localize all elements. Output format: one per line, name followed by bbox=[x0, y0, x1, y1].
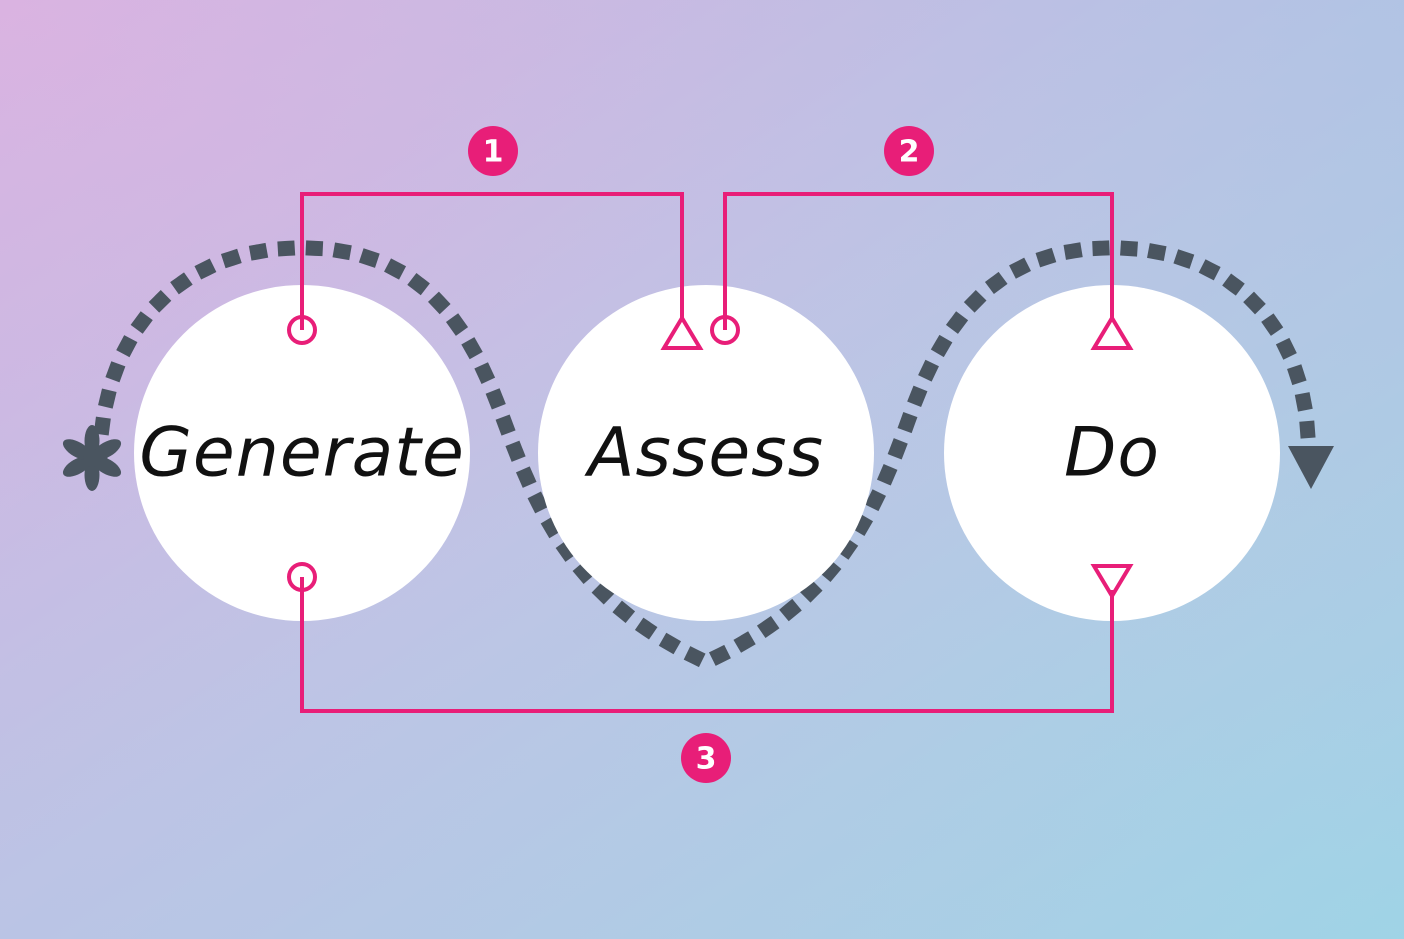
connector-1-source-circle-icon bbox=[287, 315, 317, 345]
badge-3-label: 3 bbox=[696, 742, 717, 777]
node-assess-label: Assess bbox=[584, 414, 824, 493]
connector-1[interactable] bbox=[287, 192, 704, 350]
connector-3[interactable] bbox=[287, 562, 1134, 713]
node-do-label: Do bbox=[1064, 414, 1160, 493]
badge-1[interactable]: 1 bbox=[468, 126, 518, 176]
node-do-circle[interactable] bbox=[944, 285, 1280, 621]
connector-2[interactable] bbox=[710, 192, 1134, 350]
connector-2-source-circle-icon bbox=[710, 315, 740, 345]
node-assess-circle[interactable] bbox=[538, 285, 874, 621]
flow-arrowhead-icon bbox=[1288, 446, 1334, 489]
connector-3-line[interactable] bbox=[300, 577, 1114, 713]
badge-3-circle[interactable] bbox=[681, 733, 731, 783]
node-do[interactable]: Do bbox=[944, 285, 1280, 621]
connector-1-line[interactable] bbox=[300, 192, 684, 330]
node-generate[interactable]: Generate bbox=[134, 285, 470, 621]
badge-1-label: 1 bbox=[483, 135, 504, 170]
connector-3-source-circle-icon bbox=[287, 562, 317, 592]
node-generate-circle[interactable] bbox=[134, 285, 470, 621]
node-assess[interactable]: Assess bbox=[538, 285, 874, 621]
connector-3-target-triangle-down-icon bbox=[1090, 564, 1134, 600]
badge-2-label: 2 bbox=[899, 135, 920, 170]
badge-1-circle[interactable] bbox=[468, 126, 518, 176]
connector-1-target-triangle-up-icon bbox=[660, 314, 704, 350]
connector-2-line[interactable] bbox=[723, 192, 1114, 330]
badge-3[interactable]: 3 bbox=[681, 733, 731, 783]
badge-2[interactable]: 2 bbox=[884, 126, 934, 176]
connector-2-target-triangle-up-icon bbox=[1090, 314, 1134, 350]
node-generate-label: Generate bbox=[139, 414, 465, 493]
badge-2-circle[interactable] bbox=[884, 126, 934, 176]
asterisk-icon bbox=[62, 425, 122, 491]
